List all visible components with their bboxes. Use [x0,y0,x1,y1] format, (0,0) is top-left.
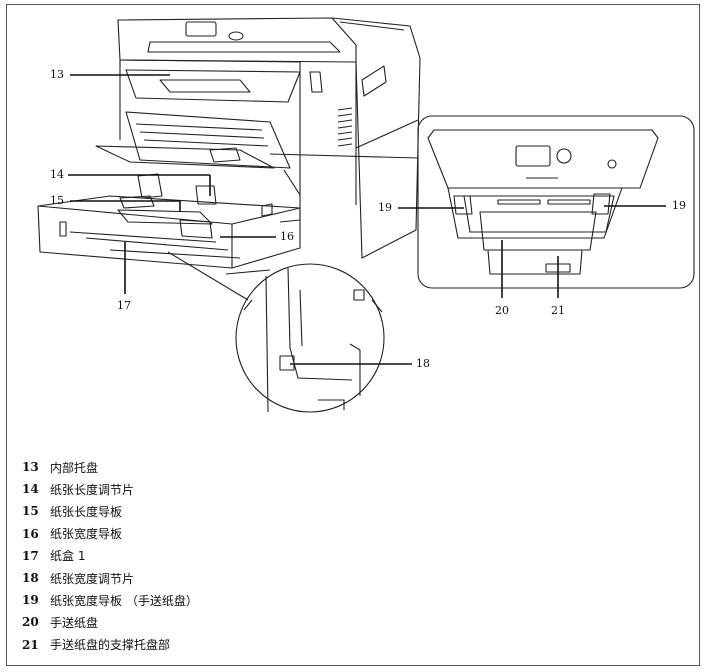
callout-19-right: 19 [672,199,686,212]
legend-item: 18 纸张宽度调节片 [22,567,198,589]
callout-16: 16 [280,230,294,243]
legend-number: 14 [22,482,39,497]
parts-legend: 13 内部托盘 14 纸张长度调节片 15 纸张长度导板 16 纸张宽度导板 17 纸盒 … [22,456,198,656]
legend-number: 20 [22,615,39,630]
printer-illustration [37,17,695,413]
callout-17: 17 [117,299,131,312]
legend-text: 纸张长度导板 [50,504,123,519]
detail-magnifier [235,263,385,413]
legend-number: 21 [22,637,39,652]
legend-text: 纸盒 1 [50,549,86,564]
legend-number: 15 [22,504,39,519]
callout-14: 14 [50,168,64,181]
callout-20: 20 [495,304,509,317]
legend-text: 纸张宽度导板 （手送纸盘） [50,593,198,608]
callout-19-left: 19 [378,201,392,214]
legend-text: 内部托盘 [50,460,99,475]
legend-item: 17 纸盒 1 [22,545,198,567]
legend-item: 13 内部托盘 [22,456,198,478]
legend-number: 17 [22,548,39,563]
manual-tray-inset [417,115,695,289]
legend-text: 纸张宽度导板 [50,527,123,542]
printer-body [37,17,421,269]
leader-lines [68,74,666,365]
legend-item: 15 纸张长度导板 [22,500,198,522]
page-frame [6,4,700,666]
legend-text: 手送纸盘 [50,615,99,630]
legend-number: 18 [22,571,39,586]
legend-item: 20 手送纸盘 [22,611,198,633]
legend-number: 13 [22,460,39,475]
legend-text: 纸张宽度调节片 [50,571,135,586]
legend-item: 21 手送纸盘的支撑托盘部 [22,634,198,656]
legend-item: 14 纸张长度调节片 [22,478,198,500]
legend-text: 纸张长度调节片 [50,482,135,497]
callout-21: 21 [551,304,565,317]
legend-number: 19 [22,593,39,608]
callout-13: 13 [50,68,64,81]
legend-item: 19 纸张宽度导板 （手送纸盘） [22,589,198,611]
callout-18: 18 [416,357,430,370]
legend-number: 16 [22,526,39,541]
legend-text: 手送纸盘的支撑托盘部 [50,638,171,653]
legend-item: 16 纸张宽度导板 [22,523,198,545]
callout-15: 15 [50,194,64,207]
